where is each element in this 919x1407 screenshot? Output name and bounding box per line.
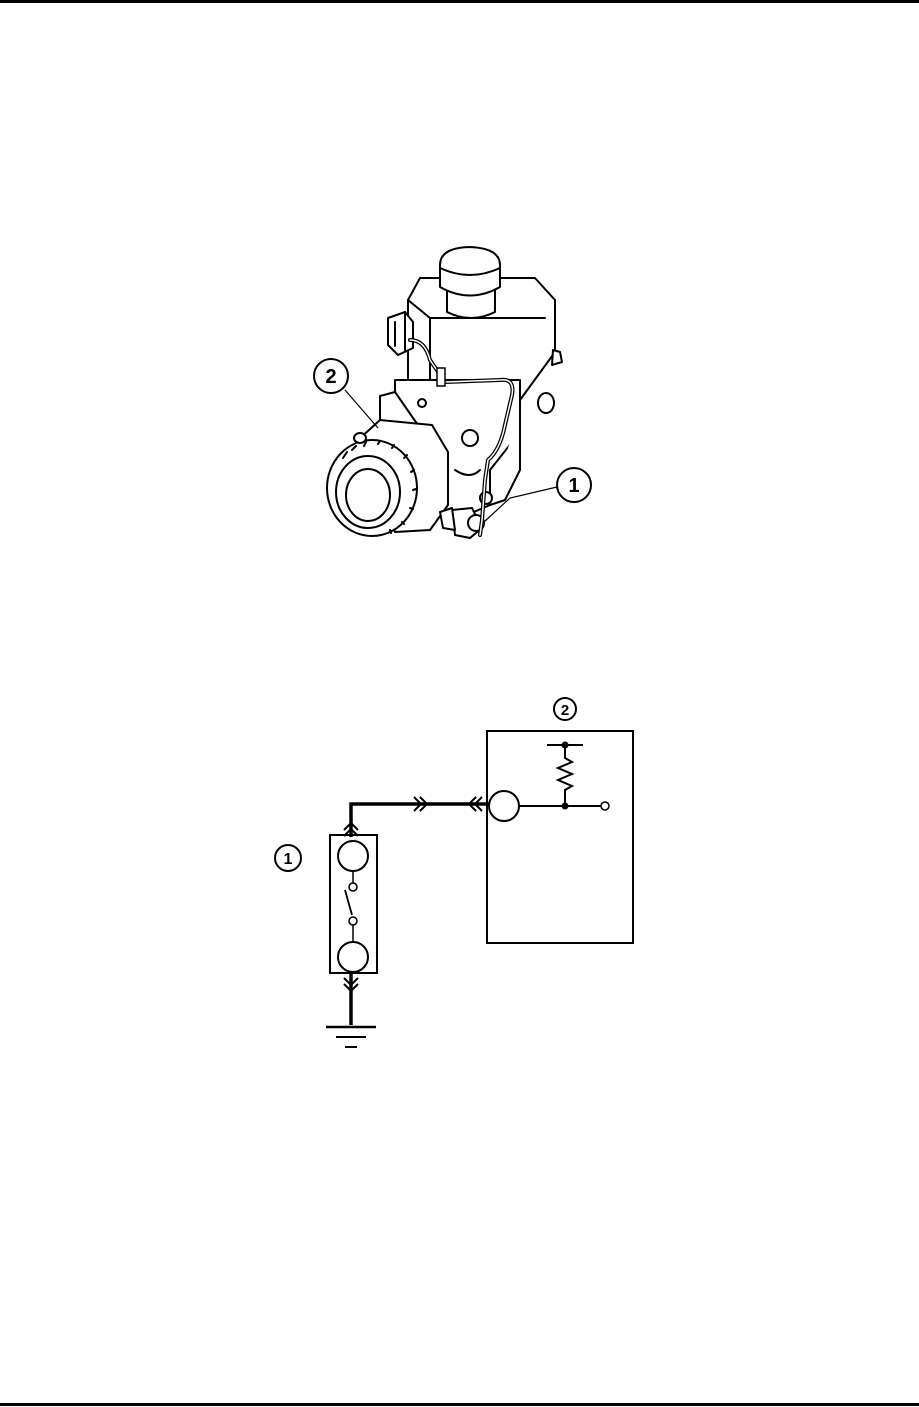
ground-symbol: [326, 1027, 376, 1047]
output-terminal: [601, 802, 609, 810]
reservoir-cap: [440, 247, 500, 318]
control-unit-box: [487, 731, 633, 943]
wiring-schematic: 2 1: [275, 698, 633, 1047]
svg-text:2: 2: [325, 366, 336, 388]
schematic-callout-1: 1: [275, 845, 301, 871]
svg-text:1: 1: [568, 475, 579, 497]
svg-text:2: 2: [561, 702, 569, 719]
pressure-switch: [440, 508, 484, 538]
schematic-callout-2: 2: [554, 698, 576, 720]
svg-text:1: 1: [284, 851, 293, 868]
harness-clip: [437, 368, 445, 386]
harness-connector: [388, 312, 413, 355]
control-unit-terminal: [489, 791, 519, 821]
booster-flange: [327, 420, 448, 536]
switch-terminal-lower: [338, 942, 368, 972]
signal-wire: [351, 804, 489, 837]
pull-up-resistor: [558, 745, 572, 806]
illustration-callout-1: 1: [557, 468, 591, 502]
switch-terminal-upper: [338, 841, 368, 871]
switch-contact: [345, 890, 352, 915]
leader-line-2: [345, 390, 378, 428]
illustration-callout-2: 2: [314, 359, 348, 393]
